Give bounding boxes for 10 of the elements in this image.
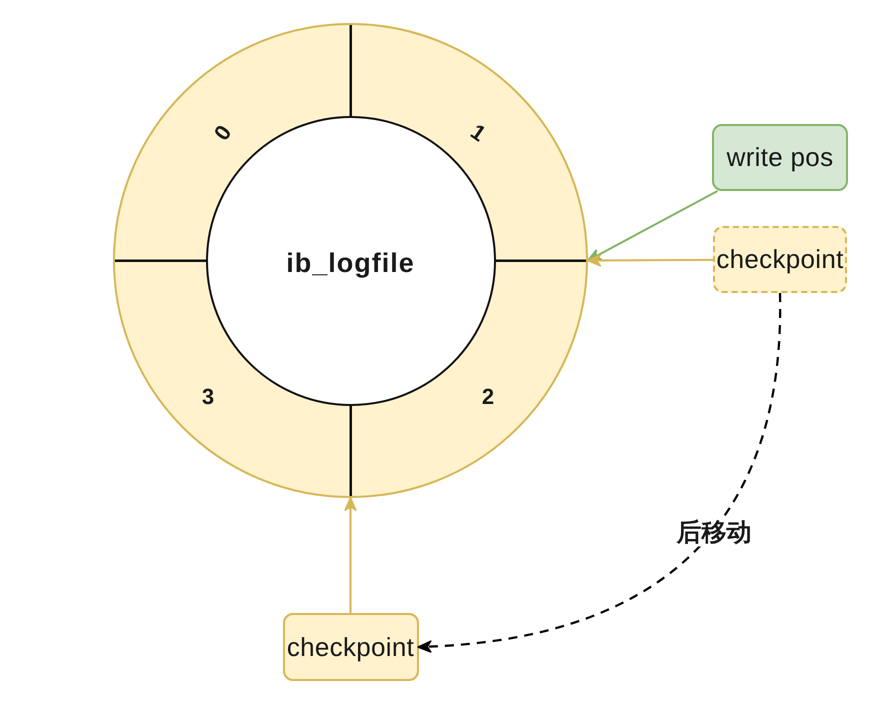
arrow — [586, 254, 713, 267]
dashed-box: checkpoint — [713, 226, 847, 293]
segment-number: 1 — [466, 120, 490, 146]
dashed-arrow — [417, 292, 782, 653]
arrow — [344, 496, 357, 613]
rounded-box: write pos — [712, 124, 848, 191]
arrow — [586, 190, 718, 262]
segment-number: 0 — [210, 122, 236, 144]
segment-number: 2 — [482, 386, 494, 408]
rounded-box: checkpoint — [282, 613, 418, 681]
